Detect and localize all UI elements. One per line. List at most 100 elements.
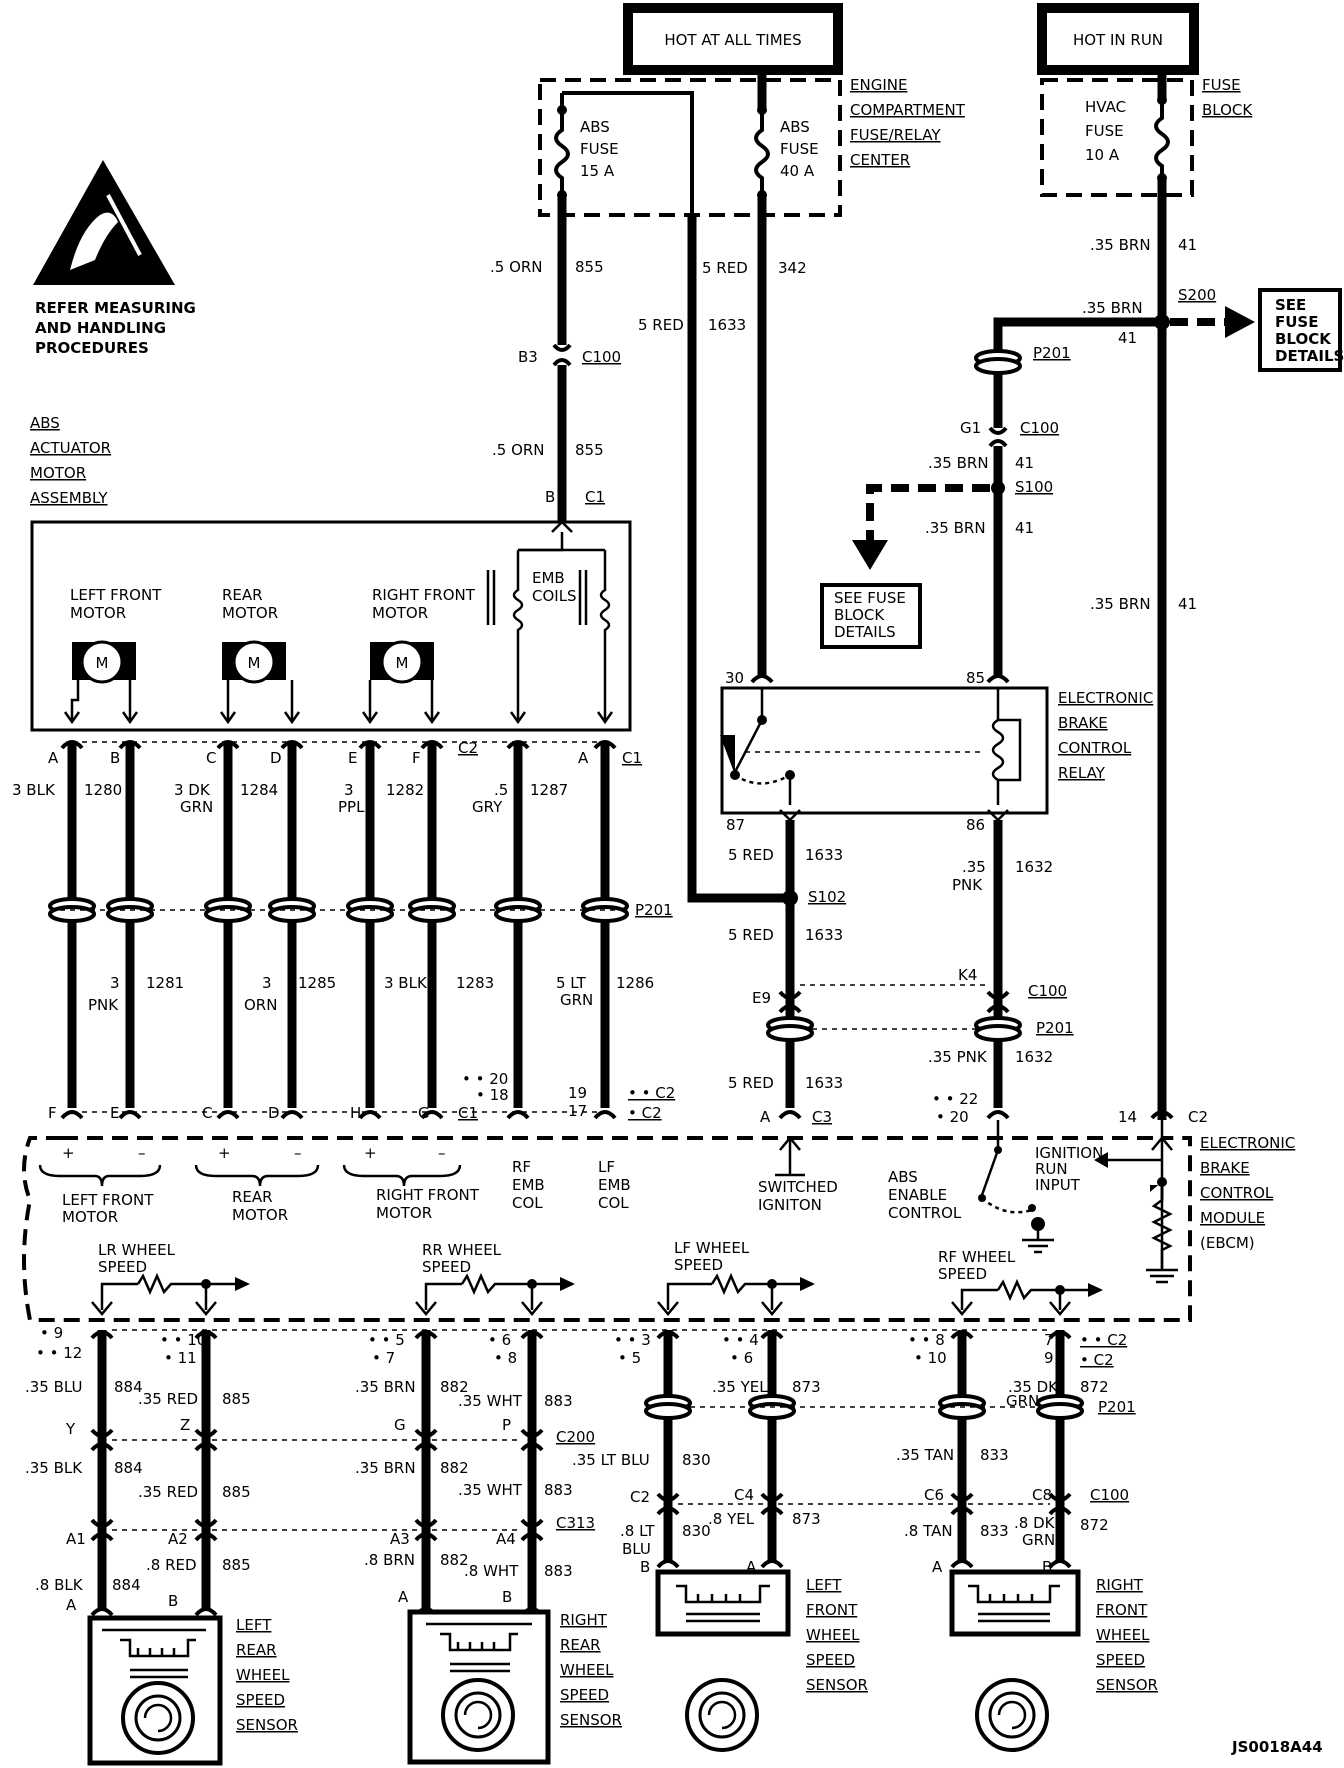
wire-855-circuit: 855 xyxy=(575,258,604,276)
wire-1284-color-2: GRN xyxy=(180,798,213,816)
rf-wheel-speed-sensor: RIGHT FRONT WHEEL SPEED SENSOR xyxy=(949,1569,1158,1752)
wire-1283-color: 3 BLK xyxy=(384,974,428,992)
wire-1281-color-1: 3 xyxy=(110,974,120,992)
pin-a-2: A xyxy=(578,749,589,767)
wire-1285-color-2: ORN xyxy=(244,996,277,1014)
wire-41-color-5: .35 BRN xyxy=(925,519,986,537)
abs-fuse-15-label-2: FUSE xyxy=(580,140,619,158)
connector-c100-2: C100 xyxy=(1020,419,1059,437)
motor-icon: M xyxy=(248,654,261,672)
wire-885-color-3: .8 RED xyxy=(146,1556,197,1574)
lf-sensor-label-2: FRONT xyxy=(806,1601,858,1619)
pins-20-18-line2: • 18 xyxy=(476,1086,509,1104)
plus-sign: + xyxy=(218,1144,231,1162)
wire-342-color: 5 RED xyxy=(702,259,748,277)
esd-warning: REFER MEASURING AND HANDLING PROCEDURES xyxy=(33,160,196,357)
connector-g1: G1 xyxy=(960,419,981,437)
coil-icon xyxy=(512,550,524,640)
pins-10-11-2: • 11 xyxy=(164,1349,197,1367)
wire-883-circuit: 883 xyxy=(544,1392,573,1410)
pins-5-7-1: • • 5 xyxy=(368,1331,405,1349)
pins-8-10-2: • 10 xyxy=(914,1349,947,1367)
esd-note-line3: PROCEDURES xyxy=(35,339,149,357)
wire-872-color-4: GRN xyxy=(1022,1531,1055,1549)
fuse-block: FUSE BLOCK HVAC FUSE 10 A xyxy=(1040,70,1253,197)
pins-7-9-1: 7 xyxy=(1044,1331,1054,1349)
wire-1282-color-1: 3 xyxy=(344,781,354,799)
wire-884-color-3: .8 BLK xyxy=(35,1576,84,1594)
pin-b: B xyxy=(110,749,120,767)
lf-emb-2: EMB xyxy=(598,1176,631,1194)
fuse-block-label-2: BLOCK xyxy=(1202,101,1253,119)
relay-pin-85: 85 xyxy=(966,669,985,687)
pins-6-8-2: • 8 xyxy=(494,1349,517,1367)
wire-830-color-3: BLU xyxy=(622,1540,651,1558)
relay-label-1: ELECTRONIC xyxy=(1058,689,1153,707)
wire-1285-circuit: 1285 xyxy=(298,974,336,992)
actuator-label-4: ASSEMBLY xyxy=(30,489,108,507)
engine-compartment-fuse-relay-center: ENGINE COMPARTMENT FUSE/RELAY CENTER ABS… xyxy=(538,70,966,217)
pin-g-2: G xyxy=(394,1416,406,1434)
pin-c: C xyxy=(206,749,216,767)
wire-41-color: .35 BRN xyxy=(1090,236,1151,254)
lr-wheel-speed-sensor: LEFT REAR WHEEL SPEED SENSOR xyxy=(87,1615,298,1766)
pin-e-2: E xyxy=(110,1104,119,1122)
rr-sensor-label-4: SPEED xyxy=(560,1686,609,1704)
pins-4-6-1: • • 4 xyxy=(722,1331,759,1349)
wire-1632-color-2: PNK xyxy=(952,876,983,894)
wire-1632-circuit: 1632 xyxy=(1015,858,1053,876)
figure-id: JS0018A44 xyxy=(1231,1738,1323,1756)
wire-830-color: .35 LT BLU xyxy=(572,1451,650,1469)
pin-a-rr: A xyxy=(398,1588,409,1606)
see-fuse-block-details-2: BLOCK xyxy=(834,606,885,624)
hot-in-run-box: HOT IN RUN xyxy=(1037,3,1199,75)
rf-emb-1: RF xyxy=(512,1158,531,1176)
abs-fuse-40-label-1: ABS xyxy=(780,118,810,136)
wire-883-color-2: .35 WHT xyxy=(458,1481,523,1499)
abs-fuse-40-label-3: 40 A xyxy=(780,162,815,180)
rf-sensor-label-5: SENSOR xyxy=(1096,1676,1158,1694)
abs-fuse-15-label-1: ABS xyxy=(580,118,610,136)
wire-882-color: .35 BRN xyxy=(355,1378,416,1396)
pin-a3: A3 xyxy=(390,1530,410,1548)
wire-855-color-2: .5 ORN xyxy=(492,441,545,459)
wire-885-circuit-2: 885 xyxy=(222,1483,251,1501)
wire-882-color-2: .35 BRN xyxy=(355,1459,416,1477)
connector-k4: K4 xyxy=(958,966,977,984)
wire-873-color-2: .8 YEL xyxy=(708,1510,755,1528)
wire-884-color: .35 BLU xyxy=(25,1378,83,1396)
wire-41-color-4: .35 BRN xyxy=(1090,595,1151,613)
minus-sign: – xyxy=(438,1144,446,1162)
pins-22-20-line1: • • 22 xyxy=(932,1090,978,1108)
fuse-icon xyxy=(754,110,770,195)
esd-note-line1: REFER MEASURING xyxy=(35,299,196,317)
rf-wheel-speed-input: RF WHEEL SPEED xyxy=(938,1248,1103,1316)
abs-enable-1: ABS xyxy=(888,1168,918,1186)
lf-sensor-label-4: SPEED xyxy=(806,1651,855,1669)
minus-sign: – xyxy=(138,1144,146,1162)
lr-wheel-2: SPEED xyxy=(98,1258,147,1276)
pin-a: A xyxy=(48,749,59,767)
wire-1282-circuit: 1282 xyxy=(386,781,424,799)
see-fuse-block-4: DETAILS xyxy=(1275,347,1344,365)
see-fuse-block-details-3: DETAILS xyxy=(834,623,896,641)
actuator-label-2: ACTUATOR xyxy=(30,439,111,457)
pin-g: G xyxy=(418,1104,430,1122)
hot-at-all-times-label: HOT AT ALL TIMES xyxy=(664,31,801,49)
pin-a-lf: A xyxy=(746,1558,757,1576)
pins-6-8-1: • 6 xyxy=(488,1331,511,1349)
rr-sensor-label-3: WHEEL xyxy=(560,1661,614,1679)
lr-sensor-label-4: SPEED xyxy=(236,1691,285,1709)
wire-884-circuit: 884 xyxy=(114,1378,143,1396)
wire-1280-color: 3 BLK xyxy=(12,781,56,799)
lr-sensor-label-5: SENSOR xyxy=(236,1716,298,1734)
connector-c100: C100 xyxy=(582,348,621,366)
relay-label-3: CONTROL xyxy=(1058,739,1132,757)
wire-1633-color-3: 5 RED xyxy=(728,926,774,944)
abs-enable-3: CONTROL xyxy=(888,1204,962,1222)
engine-center-label-1: ENGINE xyxy=(850,76,907,94)
connector-c313: C313 xyxy=(556,1514,595,1532)
wire-1282-color-2: PPL xyxy=(338,798,365,816)
connector-p201-4: P201 xyxy=(1098,1398,1136,1416)
ignition-run-1: IGNITION xyxy=(1035,1144,1103,1162)
